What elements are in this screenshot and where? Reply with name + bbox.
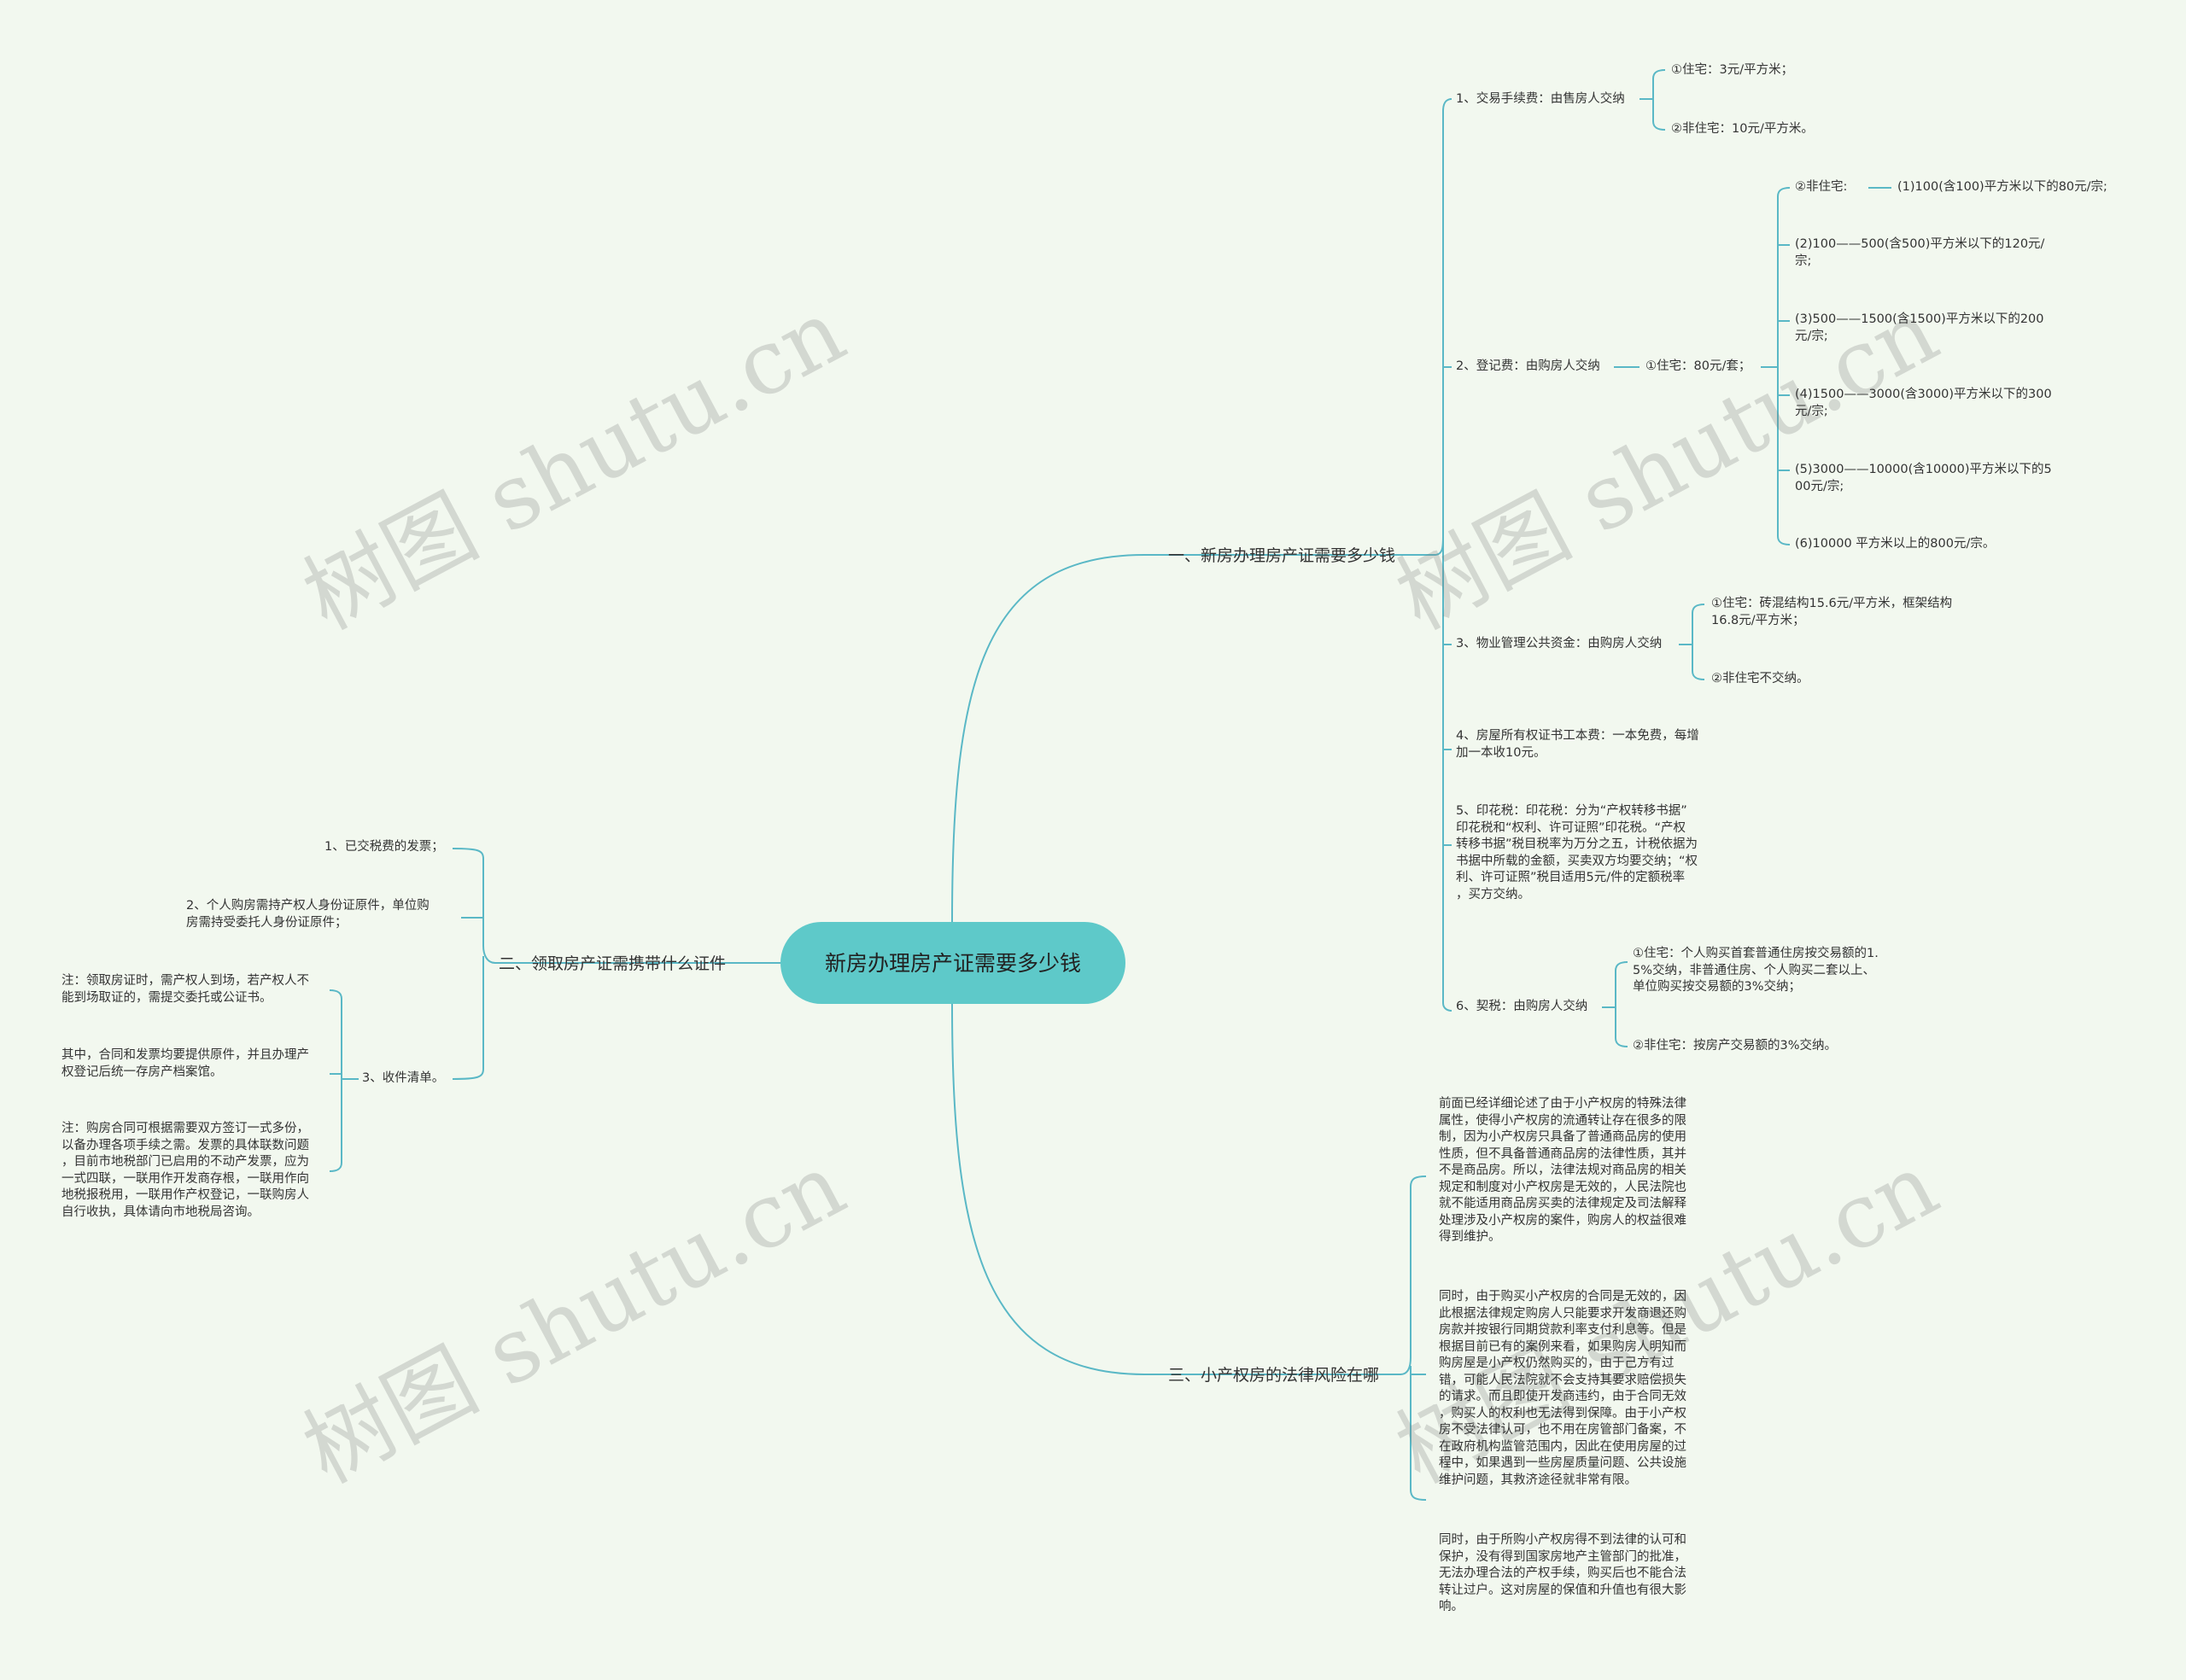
node-deed-tax-nonresidential[interactable]: ②非住宅：按房产交易额的3%交纳。 (1633, 1039, 1838, 1053)
node-deed-tax-residential[interactable]: ①住宅：个人购买首套普通住房按交易额的1. 5%交纳，非普通住房、个人购买二套以… (1633, 947, 1879, 994)
branch-legal-risk[interactable]: 三、小产权房的法律风险在哪 (1168, 1366, 1380, 1385)
node-transaction-nonresidential[interactable]: ②非住宅：10元/平方米。 (1671, 122, 1814, 136)
root-node[interactable]: 新房办理房产证需要多少钱 (780, 922, 1125, 1004)
node-deed-tax[interactable]: 6、契税：由购房人交纳 (1456, 1000, 1588, 1013)
node-id-card[interactable]: 2、个人购房需持产权人身份证原件，单位购 房需持受委托人身份证原件； (186, 899, 430, 930)
node-registration-tier6[interactable]: (6)10000 平方米以上的800元/宗。 (1795, 537, 1996, 551)
node-risk-paragraph-3[interactable]: 同时，由于所购小产权房得不到法律的认可和 保护，没有得到国家房地产主管部门的批准… (1439, 1533, 1686, 1613)
branch-fee[interactable]: 一、新房办理房产证需要多少钱 (1168, 546, 1396, 565)
node-stamp-tax[interactable]: 5、印花税：印花税：分为“产权转移书据” 印花税和“权利、许可证照”印花税。“产… (1456, 804, 1698, 901)
node-registration-tier3[interactable]: (3)500——1500(含1500)平方米以下的200 元/宗; (1795, 312, 2044, 343)
node-receipt-list[interactable]: 3、收件清单。 (362, 1071, 445, 1085)
node-property-fund[interactable]: 3、物业管理公共资金：由购房人交纳 (1456, 637, 1663, 650)
node-property-fund-nonresidential[interactable]: ②非住宅不交纳。 (1711, 672, 1809, 685)
node-registration-tier4[interactable]: (4)1500——3000(含3000)平方米以下的300 元/宗; (1795, 388, 2052, 418)
node-registration-nonresidential[interactable]: ②非住宅: (1795, 180, 1848, 194)
node-registration-tier1[interactable]: (1)100(含100)平方米以下的80元/宗; (1897, 180, 2107, 194)
node-note-presence[interactable]: 注：领取房证时，需产权人到场，若产权人不 能到场取证的，需提交委托或公证书。 (61, 974, 309, 1005)
node-property-fund-residential[interactable]: ①住宅：砖混结构15.6元/平方米，框架结构 16.8元/平方米； (1711, 597, 1953, 627)
branch-documents[interactable]: 二、领取房产证需携带什么证件 (499, 954, 727, 973)
node-note-originals[interactable]: 其中，合同和发票均要提供原件，并且办理产 权登记后统一存房产档案馆。 (61, 1048, 309, 1079)
node-tax-invoice[interactable]: 1、已交税费的发票； (324, 840, 444, 854)
node-risk-paragraph-1[interactable]: 前面已经详细论述了由于小产权房的特殊法律 属性，使得小产权房的流通转让存在很多的… (1439, 1097, 1686, 1244)
node-risk-paragraph-2[interactable]: 同时，由于购买小产权房的合同是无效的，因 此根据法律规定购房人只能要求开发商退还… (1439, 1290, 1686, 1487)
node-transaction-fee[interactable]: 1、交易手续费：由售房人交纳 (1456, 92, 1625, 106)
node-certificate-fee[interactable]: 4、房屋所有权证书工本费：一本免费，每增 加一本收10元。 (1456, 729, 1699, 760)
node-registration-tier2[interactable]: (2)100——500(含500)平方米以下的120元/ 宗; (1795, 237, 2045, 268)
node-transaction-residential[interactable]: ①住宅：3元/平方米； (1671, 63, 1794, 77)
node-registration-fee[interactable]: 2、登记费：由购房人交纳 (1456, 359, 1600, 373)
node-note-contract[interactable]: 注：购房合同可根据需要双方签订一式多份， 以备办理各项手续之需。发票的具体联数问… (61, 1122, 309, 1219)
node-registration-residential[interactable]: ①住宅：80元/套； (1645, 359, 1751, 373)
node-registration-tier5[interactable]: (5)3000——10000(含10000)平方米以下的5 00元/宗; (1795, 463, 2052, 493)
